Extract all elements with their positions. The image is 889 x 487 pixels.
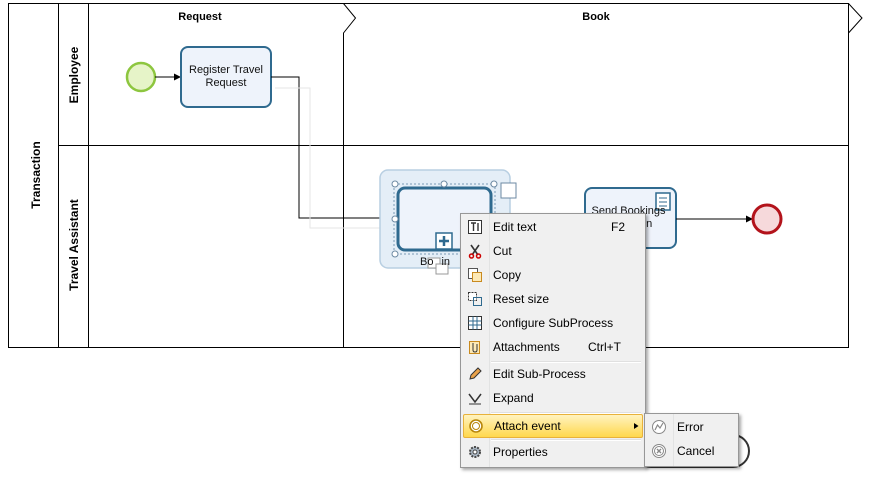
attach-event-submenu: Error Cancel (644, 413, 739, 467)
menu-item-label: Configure SubProcess (493, 316, 614, 330)
connector-handle[interactable] (500, 182, 517, 199)
phase-label-book: Book (582, 11, 610, 23)
menu-item-reset-size[interactable]: Reset size (463, 288, 643, 310)
label-drag-handle[interactable] (427, 257, 441, 269)
pencil-icon (469, 367, 482, 380)
configure-subprocess-icon (468, 316, 482, 330)
start-event[interactable] (125, 61, 157, 93)
menu-item-attach-event[interactable]: Attach event (463, 414, 643, 438)
menu-item-label: Properties (493, 445, 548, 459)
menu-item-label: Cut (493, 244, 512, 258)
menu-item-label: Copy (493, 268, 522, 282)
subprocess-label-fragment: in (441, 256, 451, 268)
menu-item-label: Attachments (493, 340, 560, 354)
menu-item-cut[interactable]: Cut (463, 240, 643, 262)
menu-separator (491, 439, 641, 441)
menu-item-label: Expand (493, 391, 534, 405)
subprocess-label-fragment: Bo (420, 256, 434, 268)
event-ring-icon (469, 419, 483, 433)
end-event[interactable] (751, 203, 783, 235)
menu-item-label: Edit Sub-Process (493, 367, 586, 381)
label-drag-handle[interactable] (435, 263, 449, 275)
phase-book-shape (343, 3, 863, 34)
menu-item-edit-text[interactable]: Edit text F2 (463, 216, 643, 238)
sequence-flow-register-booking[interactable] (271, 76, 392, 219)
menu-item-attachments[interactable]: Attachments Ctrl+T (463, 336, 643, 358)
menu-item-label: Edit text (493, 220, 537, 234)
menu-item-expand[interactable]: Expand (463, 387, 643, 409)
menu-item-edit-subprocess[interactable]: Edit Sub-Process (463, 363, 643, 385)
arrowhead (174, 73, 181, 81)
menu-item-copy[interactable]: Copy (463, 264, 643, 286)
menu-item-configure-subprocess[interactable]: Configure SubProcess (463, 312, 643, 334)
menu-separator (491, 361, 641, 363)
expand-chevron-icon (468, 393, 482, 405)
lane-label-travel-assistant: Travel Assistant (67, 199, 81, 291)
menu-item-label: Error (677, 420, 704, 434)
submenu-arrow-icon (634, 423, 639, 429)
document-icon-lines (659, 197, 667, 207)
scissors-icon (468, 244, 482, 259)
error-event-icon (652, 420, 666, 434)
menu-item-shortcut: Ctrl+T (588, 340, 621, 354)
flow-ghost-line (275, 87, 395, 229)
submenu-item-error[interactable]: Error (647, 416, 736, 438)
lane-label-employee: Employee (67, 46, 81, 104)
menu-separator (491, 412, 641, 414)
pool-label: Transaction (29, 141, 43, 209)
gear-icon (469, 446, 481, 458)
submenu-item-cancel[interactable]: Cancel (647, 440, 736, 462)
reset-size-icon (468, 292, 482, 306)
edit-text-icon (468, 220, 482, 234)
menu-item-properties[interactable]: Properties (463, 441, 643, 463)
menu-item-label: Attach event (494, 419, 561, 433)
arrowhead (746, 215, 753, 223)
menu-item-label: Cancel (677, 444, 715, 458)
task-register-label: Register Travel Request (189, 64, 263, 89)
phase-label-request: Request (178, 11, 222, 23)
phase-request-shape (88, 3, 357, 348)
plus-icon (439, 236, 449, 246)
menu-item-shortcut: F2 (611, 220, 626, 234)
context-menu: Edit text F2 Cut Copy Reset size Configu… (460, 213, 646, 468)
copy-icon (468, 268, 482, 282)
attachments-icon (469, 341, 480, 354)
menu-item-label: Reset size (493, 292, 550, 306)
cancel-event-icon (652, 444, 666, 458)
